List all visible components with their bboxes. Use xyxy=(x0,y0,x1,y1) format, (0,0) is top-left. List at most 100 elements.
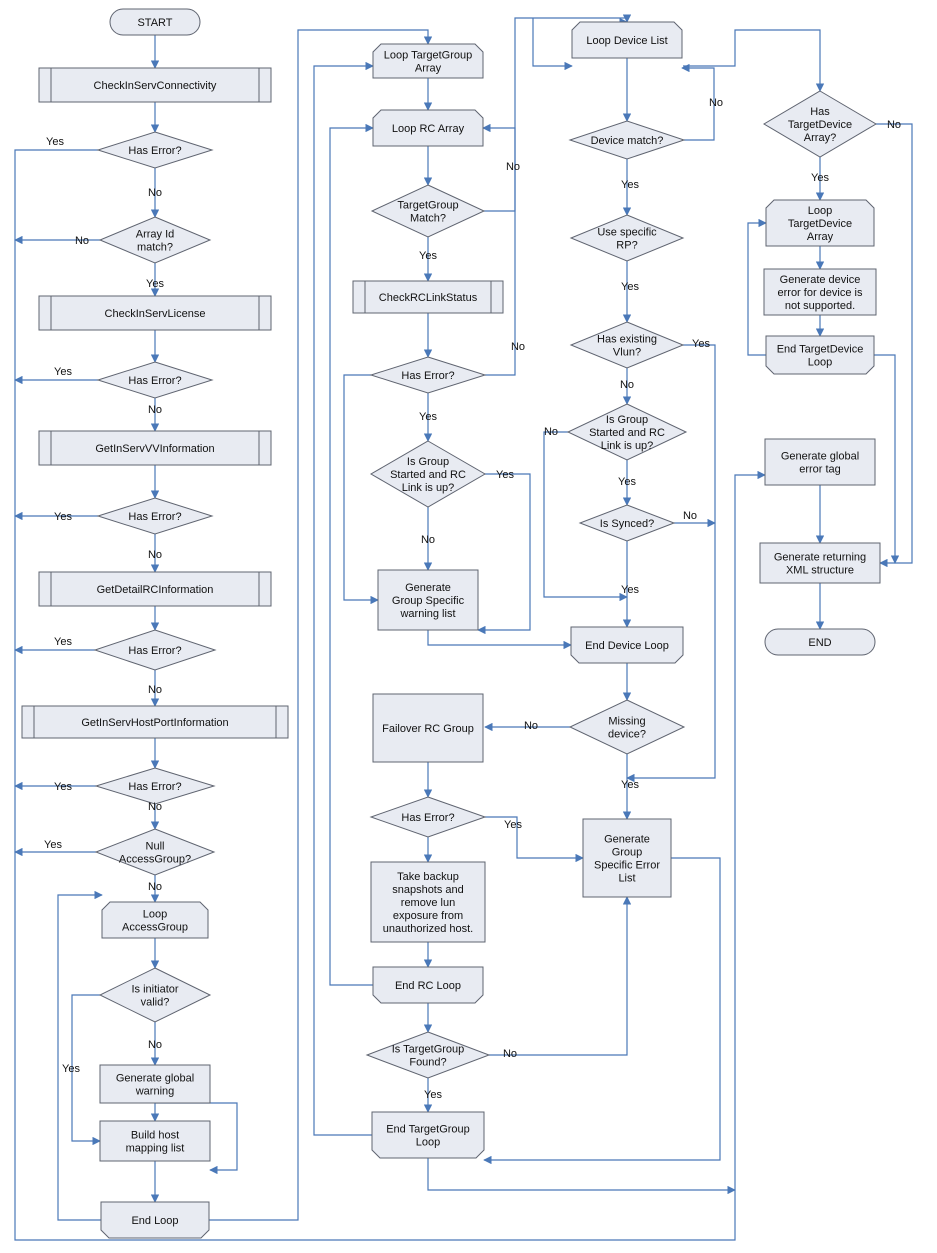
e-no-tgfound-label: No xyxy=(503,1048,517,1060)
connector-arrow xyxy=(683,29,825,92)
node-label: Loop xyxy=(143,909,167,921)
connector-arrow xyxy=(681,63,715,141)
node-label: Loop RC Array xyxy=(392,123,465,135)
node-label: Has Error? xyxy=(128,145,181,157)
e-yes-nullag-label: Yes xyxy=(44,839,62,851)
connector-arrow xyxy=(485,816,584,863)
node-label: Is Synced? xyxy=(600,518,654,530)
n-err5-node: Has Error? xyxy=(94,767,216,805)
e-no-hastd-label: No xyxy=(887,119,901,131)
node-label: Is Group xyxy=(606,414,648,426)
decision-shape xyxy=(96,361,214,399)
connector-arrow xyxy=(343,374,379,605)
e-yes-init-label: Yes xyxy=(62,1063,80,1075)
node-label: error for device is xyxy=(778,287,863,299)
e-no-err6-label: No xyxy=(511,341,525,353)
connector-arrow xyxy=(427,630,572,650)
node-label: match? xyxy=(137,242,173,254)
node-label: Generate xyxy=(405,582,451,594)
e-yes-err7-label: Yes xyxy=(504,819,522,831)
n-end-node: END xyxy=(764,628,876,656)
terminator-shape xyxy=(109,8,201,36)
connector-arrow xyxy=(532,18,573,71)
connector-arrow xyxy=(477,473,531,635)
decision-shape xyxy=(94,767,216,805)
connector-arrow xyxy=(209,29,433,1221)
e-yes-userp-label: Yes xyxy=(621,281,639,293)
node-label: End RC Loop xyxy=(395,980,461,992)
node-label: Has Error? xyxy=(128,511,181,523)
node-label: device? xyxy=(608,729,646,741)
n-loop-rc-node: Loop RC Array xyxy=(372,109,484,147)
e-yes-err3-label: Yes xyxy=(54,511,72,523)
node-label: snapshots and xyxy=(392,884,464,896)
decision-shape xyxy=(763,90,877,158)
node-label: Started and RC xyxy=(589,427,665,439)
node-label: TargetGroup xyxy=(397,200,458,212)
loop-end-shape xyxy=(570,626,684,664)
process-shape xyxy=(99,1120,211,1162)
node-label: CheckInServLicense xyxy=(105,308,206,320)
e-yes-arrayid-label: Yes xyxy=(146,278,164,290)
e-yes-devmatch-label: Yes xyxy=(621,179,639,191)
e-yes-vlun-label: Yes xyxy=(692,338,710,350)
node-label: Use specific xyxy=(597,227,657,239)
n-err6-node: Has Error? xyxy=(369,356,487,394)
n-devmatch-node: Device match? xyxy=(568,120,686,160)
node-label: Found? xyxy=(409,1057,446,1069)
process-shape xyxy=(763,268,877,316)
node-label: Generate returning xyxy=(774,552,866,564)
node-label: AccessGroup xyxy=(122,922,188,934)
loop-start-shape xyxy=(571,21,683,59)
decision-shape xyxy=(578,504,676,542)
node-label: GetInServHostPortInformation xyxy=(81,717,228,729)
n-err4-node: Has Error? xyxy=(93,629,217,671)
subprocess-shape xyxy=(38,571,272,607)
node-label: not supported. xyxy=(785,300,855,312)
node-label: Loop TargetGroup xyxy=(384,50,472,62)
connector-arrow xyxy=(57,890,103,1221)
node-label: XML structure xyxy=(786,565,854,577)
node-label: Specific Error xyxy=(594,860,660,872)
node-label: Has Error? xyxy=(128,375,181,387)
e-no-tgmatch-label: No xyxy=(506,161,520,173)
e-no-err3-label: No xyxy=(148,549,162,561)
connector-arrow xyxy=(483,857,721,1165)
e-no-vlun-label: No xyxy=(620,379,634,391)
connector-arrow xyxy=(747,218,767,356)
connector-arrow xyxy=(489,896,632,1056)
n-check-conn-node: CheckInServConnectivity xyxy=(38,67,272,103)
n-enddev-node: End Device Loop xyxy=(570,626,684,664)
node-label: End TargetDevice xyxy=(777,344,864,356)
decision-shape xyxy=(370,184,486,238)
e-no-synced-label: No xyxy=(683,510,697,522)
subprocess-shape xyxy=(352,280,504,314)
n-err3-node: Has Error? xyxy=(96,497,214,535)
node-label: Loop xyxy=(808,205,832,217)
connector-arrow xyxy=(313,61,374,1136)
node-label: List xyxy=(618,873,635,885)
n-failover-node: Failover RC Group xyxy=(372,693,484,763)
e-yes-tgmatch-label: Yes xyxy=(419,250,437,262)
e-yes-synced-label: Yes xyxy=(621,584,639,596)
n-err1-node: Has Error? xyxy=(96,131,214,169)
node-label: Is TargetGroup xyxy=(392,1044,465,1056)
node-label: GetDetailRCInformation xyxy=(97,584,214,596)
node-label: AccessGroup? xyxy=(119,854,191,866)
subprocess-shape xyxy=(38,67,272,103)
n-loop-dev-node: Loop Device List xyxy=(571,21,683,59)
decision-shape xyxy=(98,216,212,264)
